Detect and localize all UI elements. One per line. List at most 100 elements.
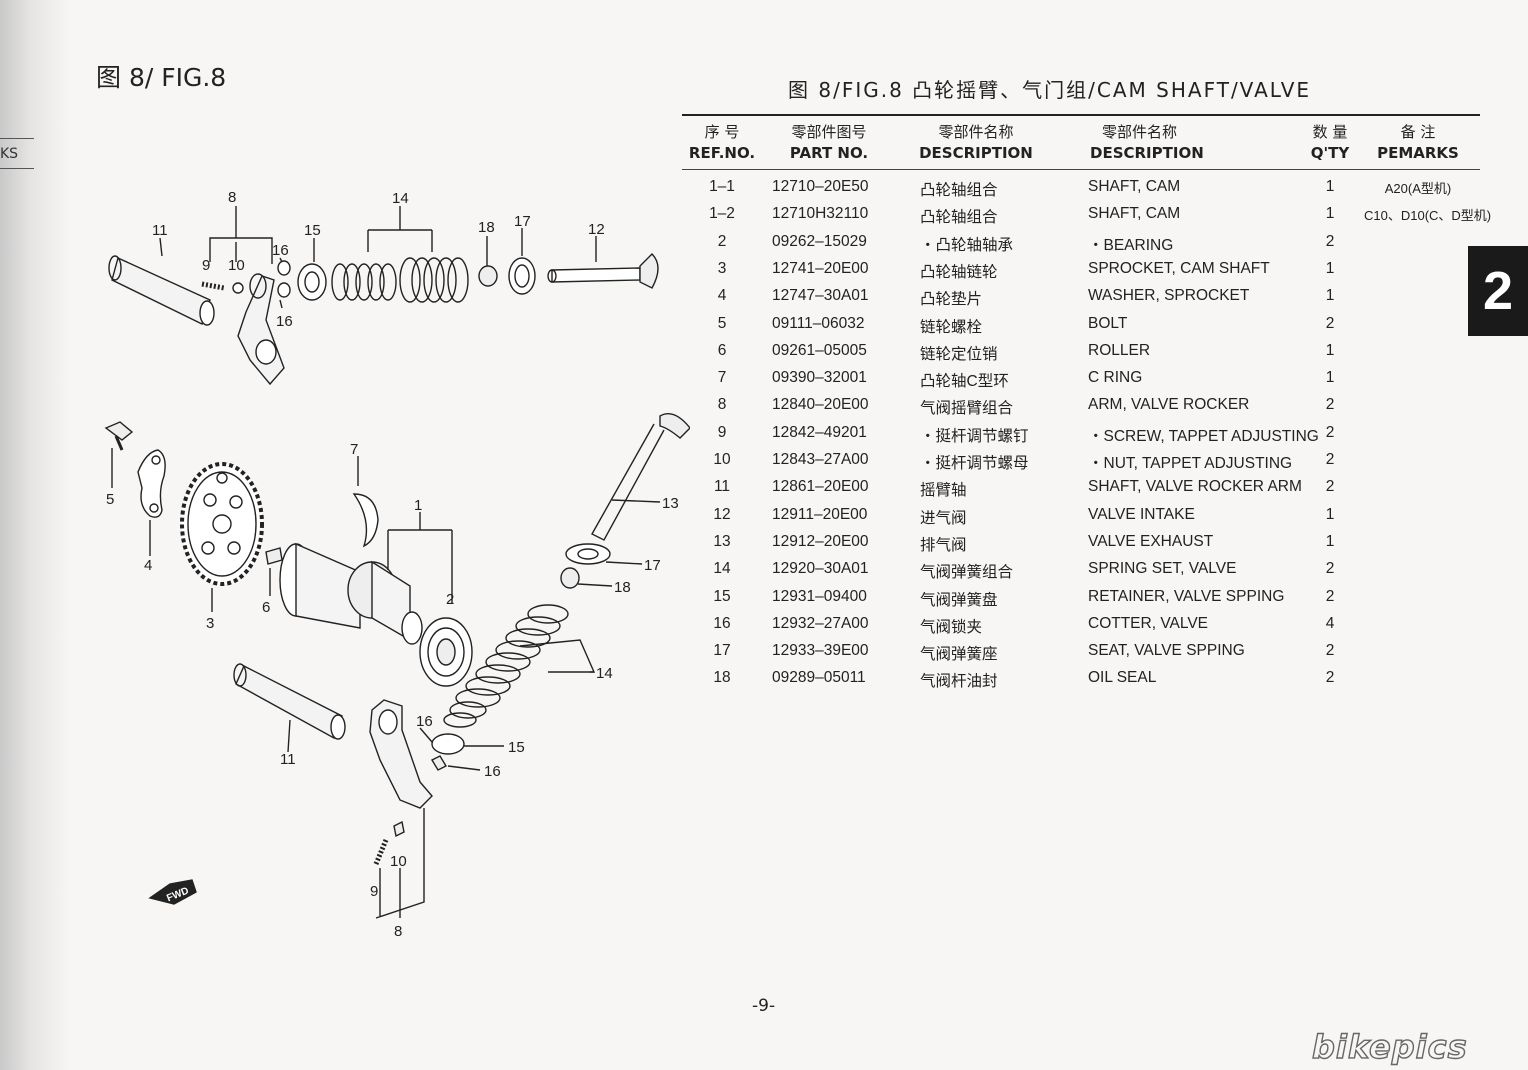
part-no-cell: 12710–20E50 [772, 178, 869, 195]
part-no-cell: 12912–20E00 [772, 532, 869, 550]
callout: 6 [262, 599, 270, 616]
description-en-cell: WASHER, SPROCKET [1088, 287, 1250, 305]
description-en-cell: ・SCREW, TAPPET ADJUSTING [1088, 427, 1319, 445]
part-no-cell: 12842–49201 [772, 423, 867, 441]
description-cn-cell: 凸轮轴C型环 [920, 373, 1009, 391]
part-no-cell: 09390–32001 [772, 369, 867, 387]
ref-cell: 1–1 [709, 178, 735, 195]
callout: 7 [350, 441, 358, 458]
ref-cell: 5 [717, 314, 727, 332]
rocker-arm-lower [369, 699, 433, 809]
callout: 4 [144, 557, 152, 574]
callout: 13 [662, 495, 679, 512]
table-top-rule [682, 114, 1480, 116]
part-no-cell: 09262–15029 [772, 232, 867, 250]
callout: 3 [206, 615, 214, 632]
description-cn-cell: ・挺杆调节螺钉 [920, 427, 1029, 445]
description-en-cell: ARM, VALVE ROCKER [1088, 396, 1250, 414]
callout: 10 [228, 257, 245, 274]
qty-cell: 1 [1325, 205, 1335, 223]
intake-valve [547, 253, 659, 289]
callout: 9 [202, 257, 210, 274]
qty-cell: 2 [1325, 451, 1335, 468]
callout: 1 [414, 497, 422, 514]
description-en-cell: ・BEARING [1088, 236, 1174, 254]
table-header-rule [682, 169, 1480, 170]
callout: 12 [588, 221, 605, 238]
description-en-cell: VALVE INTAKE [1088, 505, 1195, 523]
part-no-cell: 12710H32110 [772, 205, 869, 223]
description-cn-cell: 链轮定位销 [920, 345, 998, 363]
callout: 17 [514, 213, 531, 230]
cam-sprocket [180, 462, 264, 586]
description-en-cell: VALVE EXHAUST [1088, 532, 1214, 550]
callout: 16 [484, 763, 501, 780]
qty-cell: 1 [1325, 178, 1335, 195]
ref-cell: 12 [713, 505, 731, 523]
callout: 16 [416, 713, 433, 730]
valve-spring-lower [443, 604, 569, 728]
rocker-shaft-upper [108, 255, 215, 326]
callout: 18 [478, 219, 495, 236]
callout: 14 [392, 190, 409, 207]
description-cn-cell: 气阀杆油封 [920, 673, 998, 691]
adjacent-page-edge-text: KS [0, 146, 19, 162]
exploded-parts-diagram: 8 14 11 9 10 16 15 18 17 12 16 5 4 3 7 1… [104, 189, 690, 940]
callout: 17 [644, 557, 661, 574]
ref-cell: 7 [717, 369, 727, 387]
callout: 16 [272, 242, 289, 259]
callout: 8 [394, 923, 402, 940]
callout: 2 [446, 591, 454, 608]
ref-cell: 17 [713, 642, 731, 660]
part-no-cell: 12933–39E00 [772, 642, 869, 660]
qty-cell: 1 [1325, 259, 1335, 277]
qty-cell: 1 [1325, 532, 1335, 550]
ref-cell: 10 [713, 451, 731, 468]
bearing [419, 617, 473, 687]
edge-rule [0, 138, 34, 139]
part-no-cell: 12840–20E00 [772, 396, 869, 414]
description-cn-cell: 气阀摇臂组合 [920, 400, 1014, 418]
ref-cell: 14 [713, 560, 731, 578]
figure-label: 图 8/ FIG.8 [96, 63, 227, 92]
callout: 5 [106, 491, 114, 508]
part-no-cell: 12911–20E00 [772, 505, 868, 523]
part-no-cell: 09289–05011 [772, 669, 866, 687]
ref-cell: 18 [713, 669, 731, 687]
ref-cell: 1–2 [709, 205, 735, 223]
part-no-cell: 12920–30A01 [772, 560, 869, 578]
ref-cell: 3 [717, 259, 727, 277]
ref-cell: 2 [717, 232, 727, 250]
description-cn-cell: 气阀锁夹 [920, 618, 983, 636]
ref-cell: 8 [717, 396, 727, 414]
description-en-cell: SHAFT, CAM [1088, 178, 1181, 195]
part-no-cell: 12861–20E00 [772, 478, 869, 496]
part-no-cell: 12747–30A01 [772, 287, 869, 305]
qty-cell: 2 [1325, 314, 1335, 332]
description-cn-cell: ・凸轮轴轴承 [920, 236, 1014, 254]
qty-cell: 4 [1325, 614, 1335, 632]
description-cn-cell: 凸轮轴组合 [920, 209, 998, 227]
remarks-cell: C10、D10(C、D型机) [1364, 208, 1492, 224]
description-cn-cell: ・挺杆调节螺母 [920, 455, 1029, 472]
part-no-cell: 12741–20E00 [772, 259, 869, 277]
ref-cell: 6 [717, 341, 727, 359]
description-en-cell: SPROCKET, CAM SHAFT [1088, 259, 1270, 277]
description-cn-cell: 排气阀 [920, 536, 967, 554]
description-cn-cell: 链轮螺栓 [920, 318, 983, 336]
qty-cell: 2 [1325, 232, 1335, 250]
